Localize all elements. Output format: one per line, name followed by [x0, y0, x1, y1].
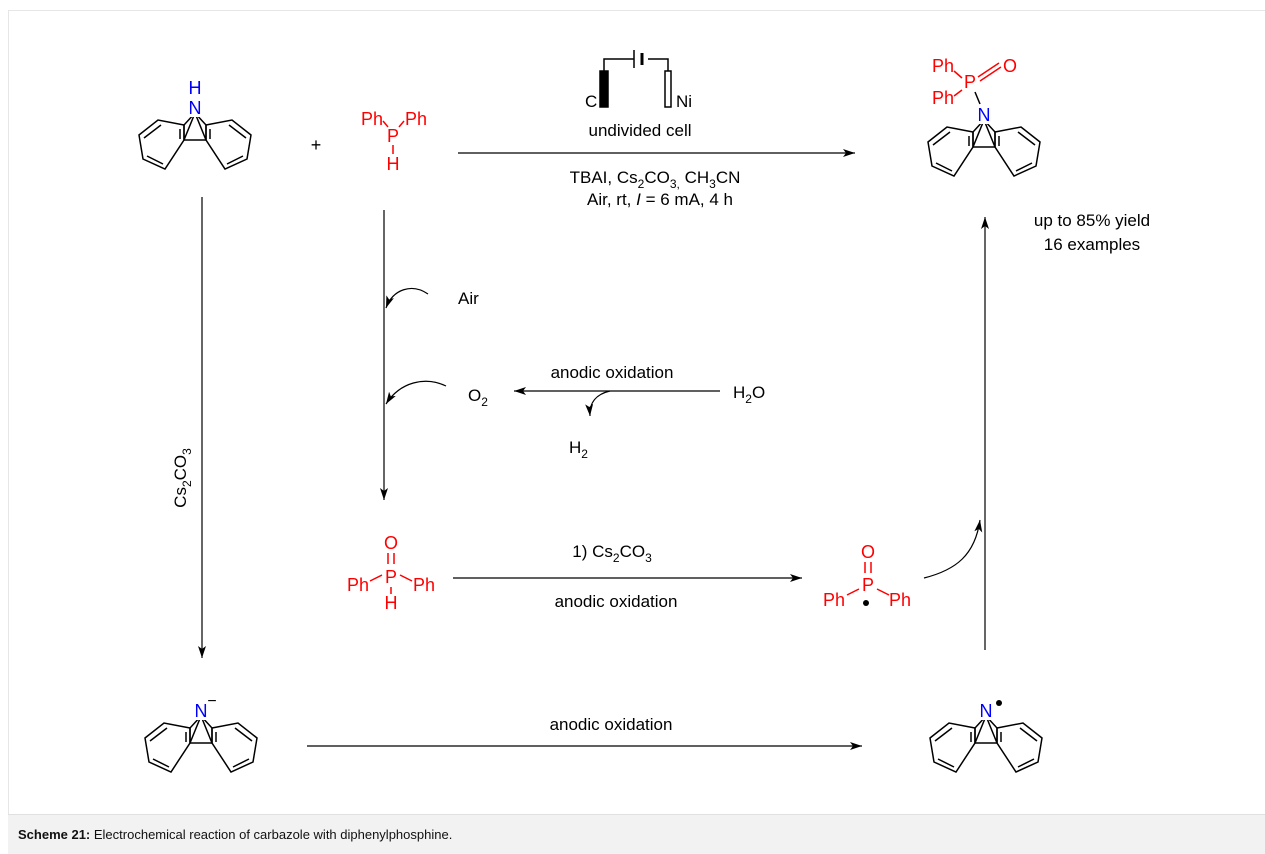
air-label: Air — [458, 289, 479, 308]
h2o-label: H2O — [733, 383, 765, 406]
ph-label: Ph — [823, 590, 845, 610]
o2-curved-arrow — [385, 380, 447, 405]
examples-text: 16 examples — [1044, 235, 1140, 254]
o-atom-label: O — [384, 533, 398, 553]
diphenylphosphine-molecule: Ph Ph P H — [361, 109, 427, 174]
carbazolyl-radical-molecule: N — [929, 700, 1043, 773]
caption-label: Scheme 21: — [18, 827, 91, 842]
conditions-line-1: TBAI, Cs2CO3, CH3CN — [570, 168, 741, 191]
n-atom-label: N — [195, 701, 208, 721]
n-atom-label: N — [980, 701, 993, 721]
anodic-oxidation-label: anodic oxidation — [550, 715, 673, 734]
ph-label: Ph — [932, 56, 954, 76]
product-molecule: N — [927, 105, 1041, 177]
ph-label: Ph — [889, 590, 911, 610]
p-atom-label: P — [862, 575, 874, 595]
phosphinoyl-group: Ph P O Ph — [932, 56, 1017, 108]
caption-bar: Scheme 21: Electrochemical reaction of c… — [8, 814, 1265, 854]
o2-label: O2 — [468, 386, 488, 409]
radical-dot — [863, 600, 869, 606]
anodic-oxidation-label: anodic oxidation — [555, 592, 678, 611]
caption-text: Electrochemical reaction of carbazole wi… — [90, 827, 453, 842]
electrode-c-label: C — [585, 92, 597, 111]
ph-label: Ph — [413, 575, 435, 595]
electrolysis-cell-icon — [599, 50, 672, 108]
air-curved-arrow — [385, 287, 429, 309]
ph-label: Ph — [347, 575, 369, 595]
yield-text: up to 85% yield — [1034, 211, 1150, 230]
phosphinoyl-radical-molecule: O P Ph Ph — [823, 542, 911, 610]
h-atom-label: H — [189, 78, 202, 98]
h-atom-label: H — [385, 593, 398, 613]
ph-label: Ph — [932, 88, 954, 108]
reaction-scheme: N H + Ph Ph P H C Ni undivided cell TBAI… — [138, 50, 1150, 773]
p-atom-label: P — [964, 72, 976, 92]
ph-label: Ph — [405, 109, 427, 129]
ph-label: Ph — [361, 109, 383, 129]
plus-sign: + — [311, 135, 322, 155]
coupling-curved-arrow — [923, 519, 983, 579]
cs2co3-vertical-label: Cs2CO3 — [171, 448, 194, 508]
electrode-ni-label: Ni — [676, 92, 692, 111]
negative-charge: − — [207, 693, 216, 710]
scheme-caption: Scheme 21: Electrochemical reaction of c… — [18, 827, 452, 842]
radical-dot — [996, 700, 1002, 706]
o-atom-label: O — [861, 542, 875, 562]
h2-label: H2 — [569, 438, 588, 461]
p-atom-label: P — [387, 126, 399, 146]
diphenylphosphine-oxide-molecule: O P Ph Ph H — [347, 533, 435, 613]
n-atom-label: N — [978, 105, 991, 125]
carbazole-molecule: N H — [138, 78, 252, 170]
step1-label: 1) Cs2CO3 — [572, 542, 652, 565]
o-atom-label: O — [1003, 56, 1017, 76]
p-atom-label: P — [385, 567, 397, 587]
anodic-oxidation-label: anodic oxidation — [551, 363, 674, 382]
h2-curved-arrow — [585, 390, 611, 417]
h-atom-label: H — [387, 154, 400, 174]
n-atom-label: N — [189, 98, 202, 118]
undivided-cell-label: undivided cell — [588, 121, 691, 140]
carbazole-anion-molecule: N − — [144, 693, 258, 773]
conditions-line-2: Air, rt, I = 6 mA, 4 h — [587, 190, 733, 209]
